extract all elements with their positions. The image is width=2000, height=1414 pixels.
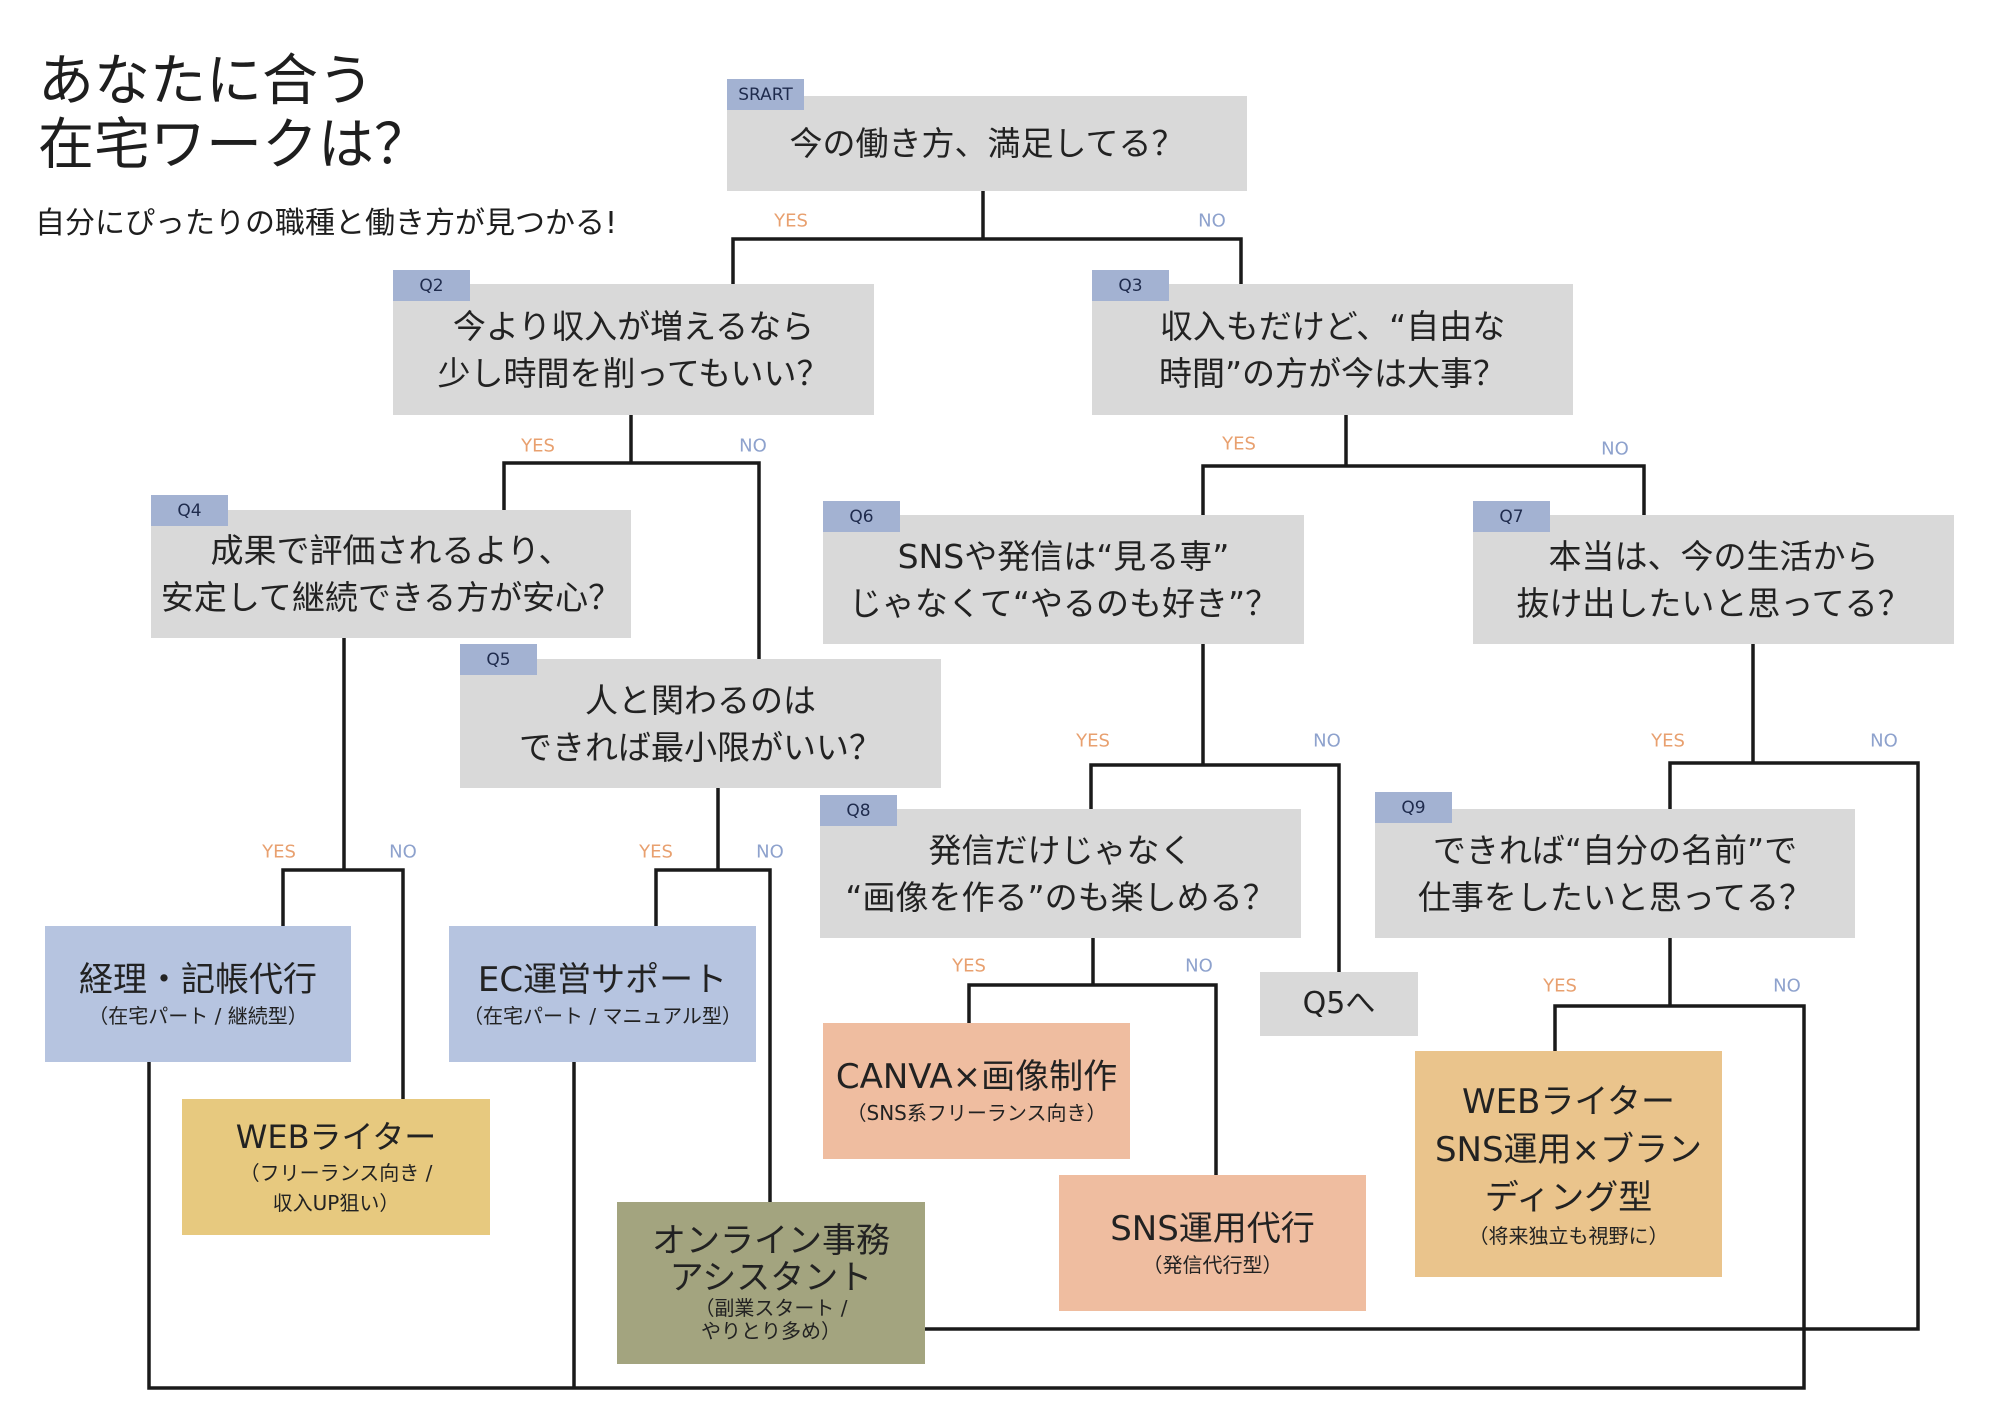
question-box-q4: 成果で評価されるより、 安定して継続できる方が安心？ [151, 510, 631, 638]
question-text-line: “画像を作る”のも楽しめる？ [845, 877, 1276, 917]
result-title: SNS運用代行 [1110, 1209, 1315, 1249]
question-tag-q4: Q4 [151, 495, 228, 526]
result-title: オンライン事務 [652, 1221, 890, 1261]
result-note: （フリーランス向き / [239, 1161, 433, 1185]
yes-label: YES [1651, 730, 1685, 752]
result-title: WEBライター [1461, 1082, 1676, 1122]
connector-q6-branch [1089, 763, 1341, 972]
result-note: （SNS系フリーランス向き） [846, 1101, 1107, 1125]
yes-label: YES [1543, 975, 1577, 997]
question-text-line: 少し時間を削ってもいい？ [437, 353, 830, 393]
no-label: NO [1185, 955, 1213, 977]
question-text-line: 成果で評価されるより、 [210, 531, 572, 570]
no-label: NO [1198, 210, 1226, 232]
question-box-q6: SNSや発信は“見る専” じゃなくて“やるのも好き”？ [823, 515, 1304, 644]
result-box-web-sns-branding: WEBライター SNS運用×ブラン ディング型 （将来独立も視野に） [1415, 1051, 1722, 1277]
yes-label: YES [774, 210, 808, 232]
no-label: NO [1601, 438, 1629, 460]
yes-label: YES [521, 435, 555, 457]
result-title: CANVA×画像制作 [835, 1057, 1118, 1097]
question-box-q2: 今より収入が増えるなら 少し時間を削ってもいい？ [393, 284, 874, 415]
question-tag-start: SRART [727, 79, 804, 110]
question-text-line: 本当は、今の生活から [1548, 536, 1879, 576]
result-box-online-assistant: オンライン事務 アシスタント （副業スタート / やりとり多め） [617, 1202, 925, 1364]
connector-q8-branch [967, 983, 1218, 1175]
question-text-line: できれば最小限がいい？ [519, 727, 882, 767]
goto-q5-box: Q5へ [1260, 972, 1418, 1036]
connector-q9-branch [147, 1004, 1806, 1390]
question-text-line: 収入もだけど、“自由な [1159, 306, 1506, 346]
no-label: NO [1773, 975, 1801, 997]
result-box-web-writer: WEBライター （フリーランス向き / 収入UP狙い） [182, 1099, 490, 1235]
result-note: （発信代行型） [1142, 1253, 1283, 1277]
question-text-line: じゃなくて“やるのも好き”？ [848, 583, 1279, 623]
yes-label: YES [952, 955, 986, 977]
question-tag-q7: Q7 [1473, 501, 1550, 532]
question-text-line: 仕事をしたいと思ってる？ [1417, 877, 1813, 917]
result-title: アシスタント [669, 1258, 873, 1298]
question-tag-q2: Q2 [393, 270, 470, 301]
result-note: 収入UP狙い） [272, 1191, 400, 1215]
question-text-line: 抜け出したいと思ってる？ [1516, 583, 1911, 623]
question-tag-q6: Q6 [823, 501, 900, 532]
yes-label: YES [1076, 730, 1110, 752]
question-tag-q8: Q8 [820, 795, 897, 826]
title-line: あなたに合う [38, 49, 374, 114]
question-box-q8: 発信だけじゃなく “画像を作る”のも楽しめる？ [820, 809, 1301, 938]
no-label: NO [739, 435, 767, 457]
result-title: 経理・記帳代行 [79, 960, 317, 1000]
question-text-line: 人と関わるのは [585, 680, 816, 720]
question-tag-q3: Q3 [1092, 270, 1169, 301]
result-title: ディング型 [1484, 1178, 1653, 1218]
page-subtitle: 自分にぴったりの職種と働き方が見つかる! [35, 206, 618, 241]
result-title: SNS運用×ブラン [1434, 1130, 1703, 1170]
question-tag-q9: Q9 [1375, 792, 1452, 823]
connector-q2-branch [502, 461, 761, 659]
page-title: あなたに合う 在宅ワークは？ [38, 50, 430, 178]
connector-start-branch [731, 237, 1243, 284]
question-text-line: SNSや発信は“見る専” [897, 536, 1230, 576]
question-box-start: 今の働き方、満足してる？ [727, 96, 1247, 191]
result-box-ec-support: EC運営サポート （在宅パート / マニュアル型） [449, 926, 756, 1062]
question-text-line: 今の働き方、満足してる？ [789, 124, 1185, 163]
connector-q7-branch [925, 761, 1920, 1331]
connector-q5-branch [654, 868, 772, 1202]
result-box-keiri: 経理・記帳代行 （在宅パート / 継続型） [45, 926, 351, 1062]
connector-q3-branch [1201, 464, 1646, 515]
question-tag-q5: Q5 [460, 644, 537, 675]
result-note: （将来独立も視野に） [1468, 1224, 1669, 1248]
question-box-q3: 収入もだけど、“自由な 時間”の方が今は大事？ [1092, 284, 1573, 415]
no-label: NO [389, 841, 417, 863]
yes-label: YES [639, 841, 673, 863]
question-box-q5: 人と関わるのは できれば最小限がいい？ [460, 659, 941, 788]
result-note: やりとり多め） [701, 1319, 841, 1343]
result-note: （副業スタート / [694, 1296, 848, 1320]
result-title: WEBライター [235, 1118, 437, 1156]
no-label: NO [756, 841, 784, 863]
question-box-q7: 本当は、今の生活から 抜け出したいと思ってる？ [1473, 515, 1954, 644]
connector-q4-branch [281, 868, 405, 1099]
question-text-line: 今より収入が増えるなら [452, 306, 815, 346]
result-box-sns-operation: SNS運用代行 （発信代行型） [1059, 1175, 1366, 1311]
title-line: 在宅ワークは？ [38, 113, 430, 178]
no-label: NO [1870, 730, 1898, 752]
yes-label: YES [1222, 433, 1256, 455]
result-note: （在宅パート / 継続型） [88, 1004, 308, 1028]
result-box-canva: CANVA×画像制作 （SNS系フリーランス向き） [823, 1023, 1130, 1159]
no-label: NO [1313, 730, 1341, 752]
question-text-line: できれば“自分の名前”で [1432, 830, 1798, 870]
question-text-line: 時間”の方が今は大事？ [1158, 353, 1507, 393]
yes-label: YES [262, 841, 296, 863]
question-box-q9: できれば“自分の名前”で 仕事をしたいと思ってる？ [1375, 809, 1855, 938]
goto-q5-label: Q5へ [1302, 986, 1376, 1021]
result-title: EC運営サポート [477, 960, 728, 1000]
question-text-line: 安定して継続できる方が安心？ [160, 578, 622, 617]
question-text-line: 発信だけじゃなく [928, 830, 1193, 870]
result-note: （在宅パート / マニュアル型） [463, 1004, 742, 1028]
